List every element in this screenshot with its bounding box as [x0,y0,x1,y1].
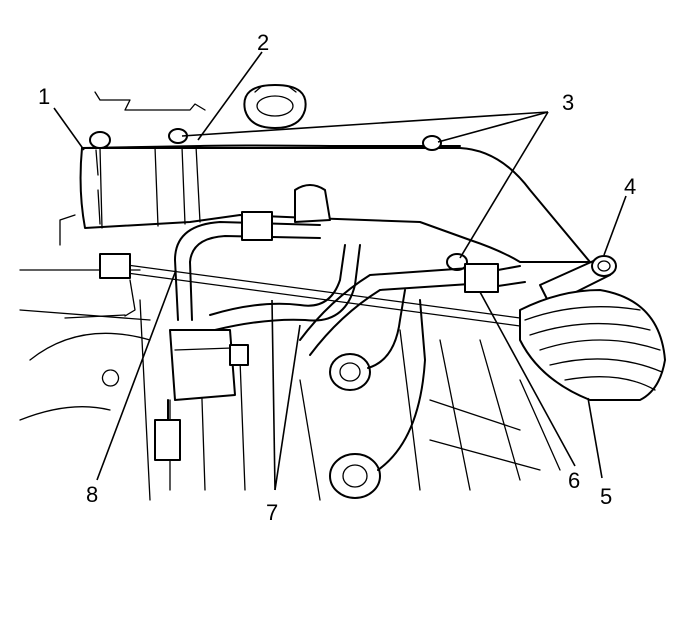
pcv-hose-and-boot [519,255,666,401]
callout-1: 1 [38,84,50,109]
callout-6: 6 [568,468,580,493]
air-intake-duct [79,144,591,263]
vacuum-hoses [99,184,526,356]
callout-8: 8 [86,482,98,507]
engine-background-lines [19,91,561,501]
callout-2: 2 [257,30,269,55]
sensor-connectors [64,279,426,499]
callout-4: 4 [624,174,636,199]
callout-5: 5 [600,484,612,509]
callout-3: 3 [562,90,574,115]
oil-filler-cap [243,84,307,129]
callout-leader-lines [53,51,627,491]
callout-7: 7 [266,500,278,525]
